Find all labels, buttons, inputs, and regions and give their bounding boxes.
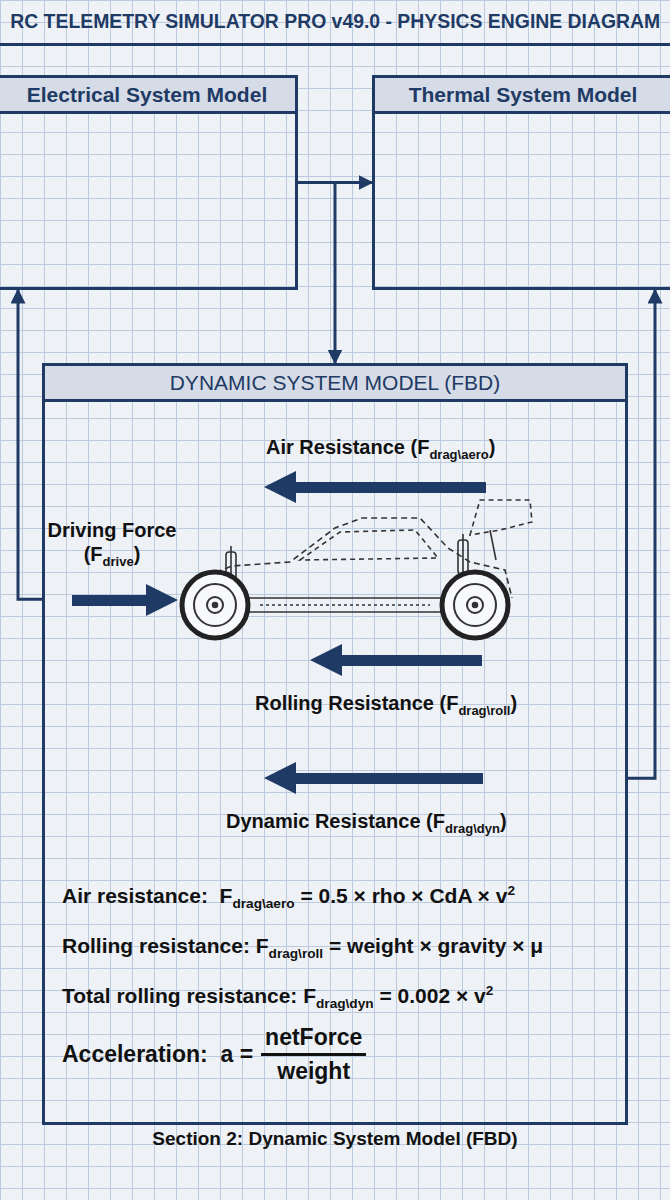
equation: Total rolling resistance: Fdrag\dyn = 0.… [62, 984, 493, 1008]
caption-row: Section 2: Dynamic System Model (FBD) [0, 1128, 670, 1150]
model-box: Electrical System Model [0, 75, 298, 290]
car-window [300, 530, 438, 560]
roll-arrow-shaft [338, 655, 482, 666]
air-arrow-shaft [292, 482, 486, 493]
front-wheel [182, 572, 248, 638]
equation: Air resistance: Fdrag\aero = 0.5 × rho ×… [62, 884, 515, 908]
box-header: Electrical System Model [0, 78, 295, 114]
drive-arrow-shaft [72, 595, 150, 606]
rc-car [182, 500, 532, 638]
box-header: Thermal System Model [375, 78, 670, 114]
force-label: Rolling Resistance (Fdrag\roll) [255, 692, 517, 715]
roll-arrow-head [310, 644, 342, 676]
dyn-arrow-shaft [292, 773, 483, 784]
chassis-detail [260, 604, 430, 606]
rear-wheel [442, 572, 508, 638]
box-title: DYNAMIC SYSTEM MODEL (FBD) [170, 371, 501, 395]
rear-wing [470, 500, 532, 535]
connector [18, 290, 42, 599]
box-header: DYNAMIC SYSTEM MODEL (FBD) [45, 366, 625, 402]
force-label: Driving Force (Fdrive) [38, 518, 186, 566]
connector [298, 183, 335, 364]
force-label: Air Resistance (Fdrag\aero) [266, 436, 495, 459]
connector [628, 290, 655, 778]
title-bar: RC TELEMETRY SIMULATOR PRO v49.0 - PHYSI… [0, 0, 670, 46]
wing-strut [490, 530, 496, 560]
equation-row: Acceleration: a = netForceweight [62, 1024, 366, 1085]
equation: Acceleration: a = [62, 1041, 253, 1068]
drive-arrow-head [146, 584, 178, 616]
model-box: Thermal System Model [372, 75, 670, 290]
chassis [248, 598, 442, 612]
force-label: Dynamic Resistance (Fdrag\dyn) [226, 810, 507, 833]
equation: Rolling resistance: Fdrag\roll = weight … [62, 934, 543, 958]
numerator: netForce [261, 1024, 366, 1056]
air-arrow-head [264, 471, 296, 503]
page-title: RC TELEMETRY SIMULATOR PRO v49.0 - PHYSI… [10, 10, 660, 33]
caption: Section 2: Dynamic System Model (FBD) [152, 1128, 517, 1150]
box-title: Thermal System Model [409, 83, 638, 107]
box-title: Electrical System Model [27, 83, 267, 107]
dyn-arrow-head [264, 762, 296, 794]
fraction: netForceweight [261, 1024, 366, 1085]
denominator: weight [273, 1056, 354, 1085]
